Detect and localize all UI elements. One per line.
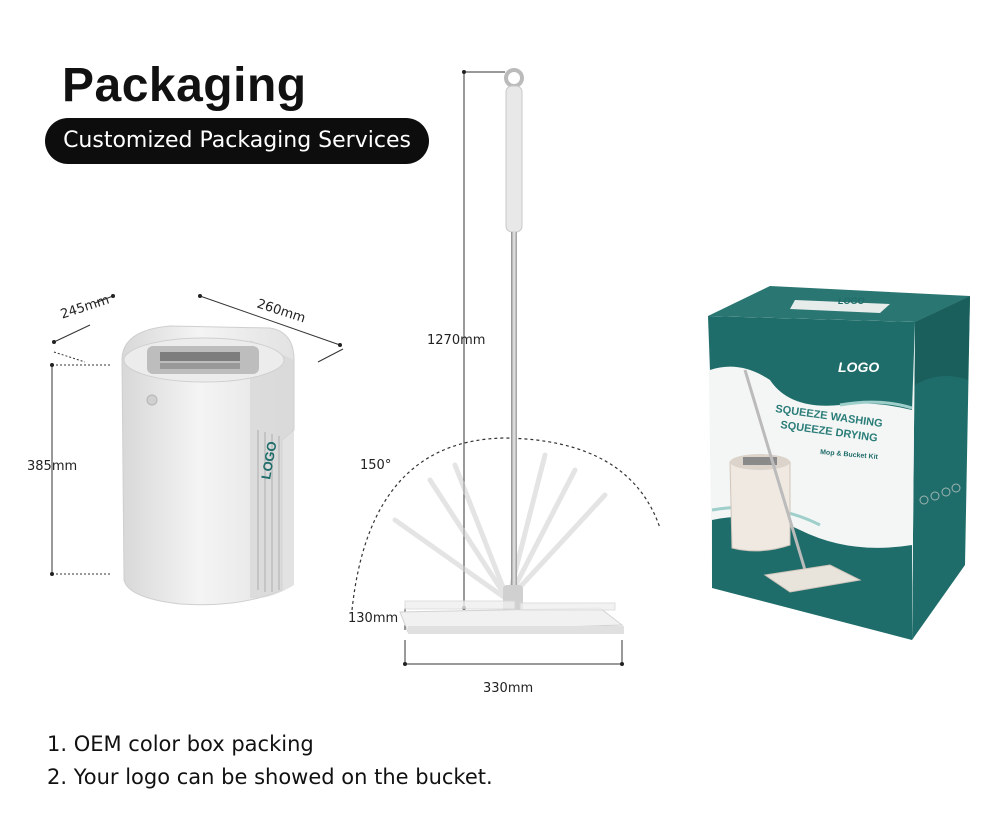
bucket-image: LOGO (121, 325, 295, 606)
rotation-angle-label: 150° (360, 458, 392, 473)
bucket-height-label: 385mm (27, 459, 78, 474)
bucket-dimension-lines (51, 295, 344, 575)
box-top-logo: LOGO (838, 296, 865, 306)
mop-head-depth-label: 130mm (348, 611, 399, 626)
mop-image (399, 68, 624, 634)
page-title: Packaging (62, 59, 307, 112)
note-item: 1. OEM color box packing (47, 732, 314, 756)
notes-list: 1. OEM color box packing 2. Your logo ca… (47, 728, 493, 794)
note-item: 2. Your logo can be showed on the bucket… (47, 765, 493, 789)
subtitle-badge: Customized Packaging Services (45, 118, 429, 164)
rotation-arc (351, 437, 661, 611)
mop-head-width-label: 330mm (483, 681, 534, 696)
mop-length-label: 1270mm (427, 333, 486, 348)
bucket-logo: LOGO (258, 440, 279, 480)
color-box-image: LOGO LOGO SQUEEZE WASHING SQUEEZE DRYING… (708, 286, 970, 640)
box-logo: LOGO (838, 359, 879, 375)
